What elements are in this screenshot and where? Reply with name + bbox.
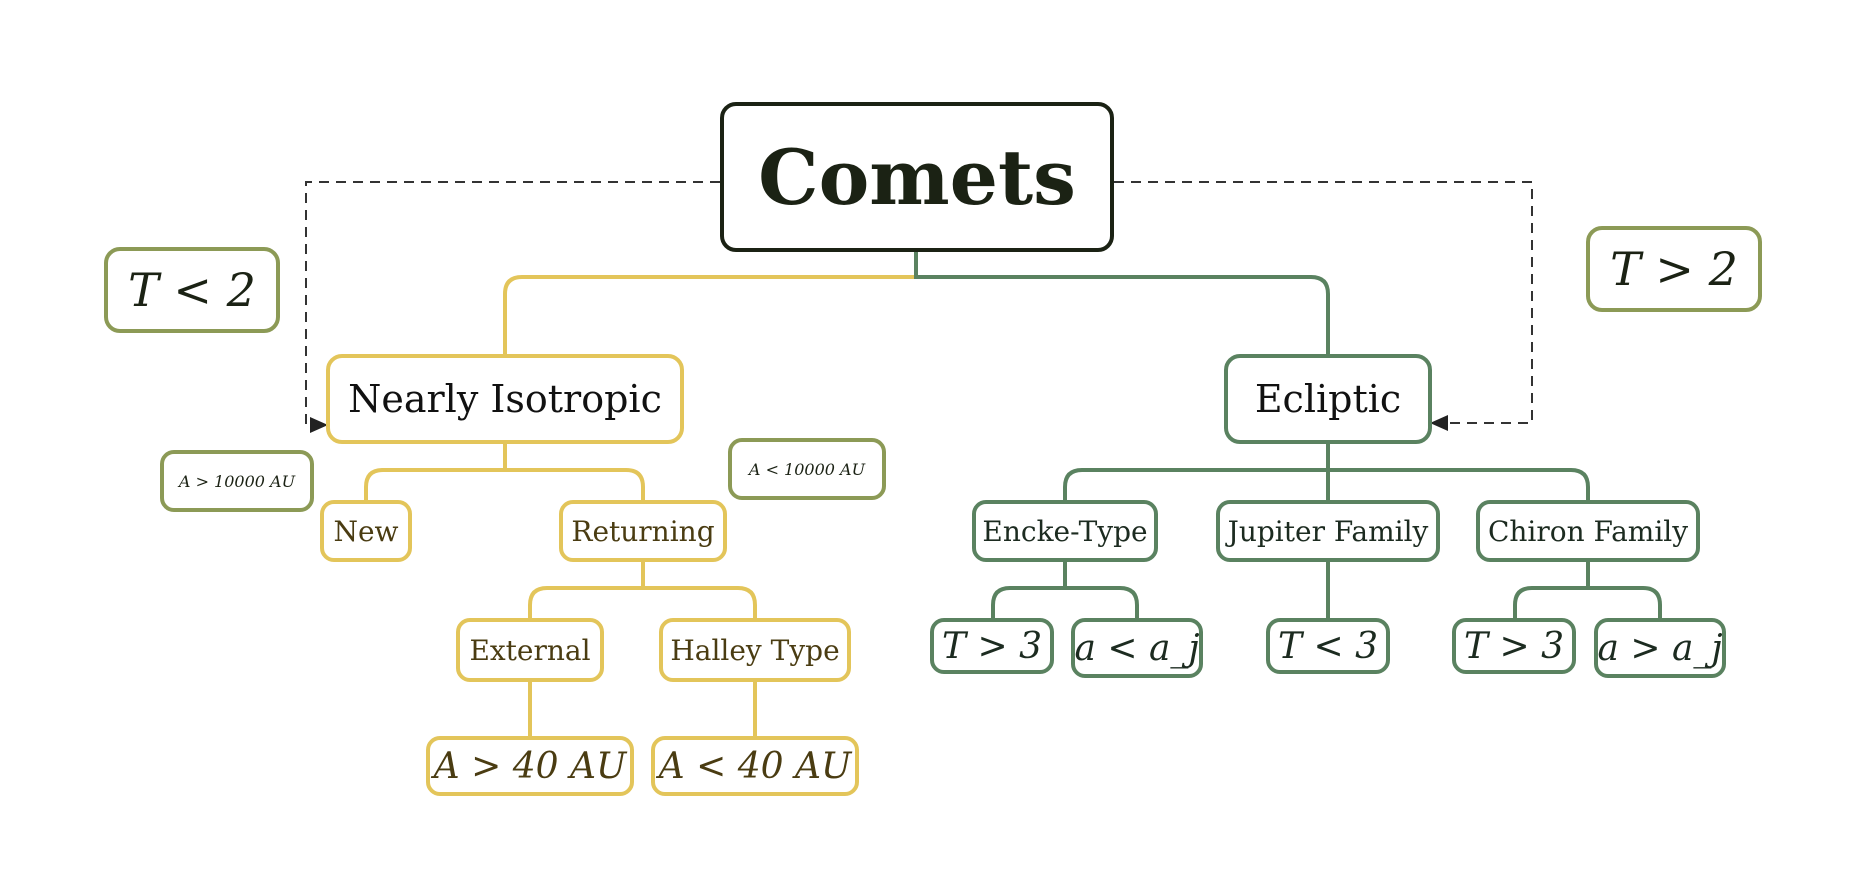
condition-period-greater-than-2: T > 2 [1586,226,1762,312]
node-ecliptic-label: Ecliptic [1254,377,1402,421]
condition-chiron-period-label: T > 3 [1464,625,1564,667]
node-returning-label: Returning [571,514,715,548]
dashed-arrow-left [305,181,720,433]
node-jupiter-family: Jupiter Family [1216,500,1440,562]
condition-halley-aphelion-label: A < 40 AU [658,745,852,787]
edge-encke-to-conditions [991,562,1139,618]
condition-external-aphelion: A > 40 AU [426,736,634,796]
edge-root-to-ecliptic [914,251,1330,354]
node-new: New [320,500,412,562]
condition-encke-period-label: T > 3 [942,625,1042,667]
condition-encke-semimajor: a < a_j [1071,618,1203,678]
dashed-arrow-right [1114,181,1533,431]
node-encke-type: Encke-Type [972,500,1158,562]
node-nearly-isotropic-label: Nearly Isotropic [348,377,662,421]
node-external: External [456,618,604,682]
condition-chiron-period: T > 3 [1452,618,1576,674]
node-new-label: New [333,514,399,548]
node-comets: Comets [720,102,1114,252]
edge-chiron-to-conditions [1513,562,1662,618]
condition-returning-aphelion-label: A < 10000 AU [748,459,866,479]
condition-new-aphelion: A > 10000 AU [160,450,314,512]
edge-returning-to-halley [643,586,757,618]
node-encke-type-label: Encke-Type [982,514,1148,548]
node-comets-label: Comets [758,132,1076,222]
node-halley-type: Halley Type [659,618,851,682]
node-ecliptic: Ecliptic [1224,354,1432,444]
condition-halley-aphelion: A < 40 AU [651,736,859,796]
node-returning: Returning [559,500,727,562]
condition-chiron-semimajor-label: a > a_j [1597,627,1723,669]
edge-isotropic-to-returning [505,468,645,500]
edge-returning-to-external [528,562,645,618]
node-nearly-isotropic: Nearly Isotropic [326,354,684,444]
condition-period-greater-than-2-label: T > 2 [1610,242,1738,296]
condition-jupiter-period-label: T < 3 [1278,625,1378,667]
condition-chiron-semimajor: a > a_j [1594,618,1726,678]
edge-ecliptic-to-encke [1063,444,1330,500]
edge-root-to-isotropic [503,275,916,354]
node-chiron-family-label: Chiron Family [1487,514,1689,548]
edge-isotropic-to-new [364,444,507,500]
condition-new-aphelion-label: A > 10000 AU [178,471,296,491]
condition-encke-semimajor-label: a < a_j [1074,627,1200,669]
condition-returning-aphelion: A < 10000 AU [728,438,886,500]
condition-jupiter-period: T < 3 [1266,618,1390,674]
condition-period-less-than-2-label: T < 2 [128,263,256,317]
node-jupiter-family-label: Jupiter Family [1227,514,1429,548]
edge-ecliptic-to-chiron [1328,468,1590,500]
condition-encke-period: T > 3 [930,618,1054,674]
node-halley-type-label: Halley Type [670,633,840,667]
node-chiron-family: Chiron Family [1476,500,1700,562]
condition-period-less-than-2: T < 2 [104,247,280,333]
condition-external-aphelion-label: A > 40 AU [433,745,627,787]
node-external-label: External [469,633,591,667]
